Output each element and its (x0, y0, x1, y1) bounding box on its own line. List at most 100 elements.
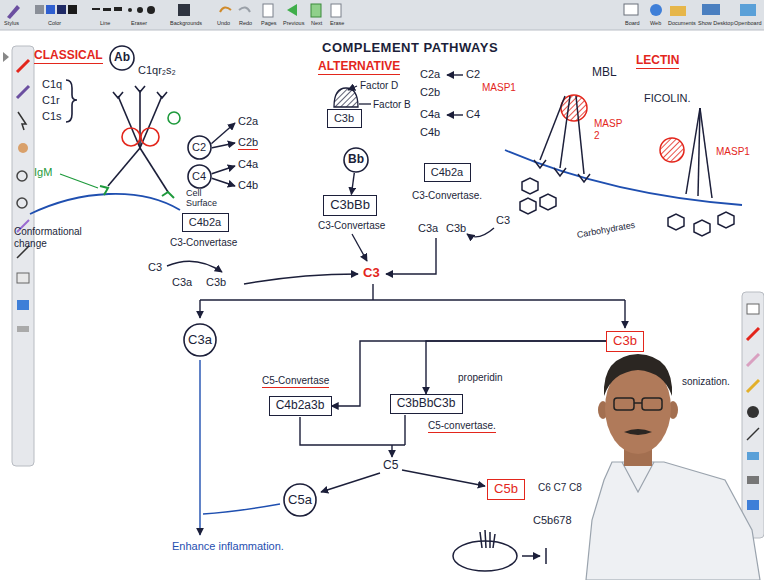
component-name: C3 (496, 214, 510, 227)
component-name: C4a (420, 108, 440, 121)
top-toolbar (263, 4, 273, 17)
classical-arrows (211, 143, 235, 148)
node-label: Ab (114, 51, 130, 65)
component-name: C4a (238, 158, 258, 171)
circle-outline (284, 484, 316, 516)
component-box: C3bBb (323, 195, 377, 216)
lectin-illustration (718, 212, 734, 228)
node-label: C5a (288, 493, 312, 508)
component-name: C5b678 (533, 514, 572, 527)
lecturer-figure (604, 354, 672, 396)
circle-outline (188, 136, 211, 159)
left-toolbar (3, 46, 34, 466)
node-label: C3bBbC3b (397, 397, 456, 411)
top-toolbar (147, 6, 155, 14)
igm-antibody (168, 112, 180, 124)
top-toolbar (287, 4, 297, 16)
component-circle: C5a (283, 483, 317, 517)
lectin-illustration (522, 178, 538, 194)
component-name: C4b (420, 126, 440, 139)
flow-arrows (402, 470, 485, 486)
right-toolbar (747, 452, 759, 460)
right-toolbar (747, 428, 759, 440)
igm-antibody (113, 92, 123, 98)
component-circle: Bb (343, 147, 369, 173)
lecturer-figure (634, 402, 642, 404)
lecturer-figure (624, 429, 652, 435)
component-name: C2a (420, 68, 440, 81)
node-label: C2 (192, 141, 206, 154)
component-name: C2b (420, 86, 440, 99)
note-text: Conformational change (14, 226, 92, 249)
top-toolbar (0, 0, 764, 30)
lectin-name: MBL (592, 66, 617, 80)
top-toolbar (92, 8, 100, 10)
note-text: Carbohydrates (576, 220, 636, 240)
factor-name: Factor D (360, 80, 398, 92)
component-name: C2b (238, 136, 258, 150)
enzyme-name: MASP 2 (594, 118, 624, 141)
top-toolbar (137, 7, 143, 13)
left-toolbar (17, 198, 27, 208)
component-name: C3a (172, 276, 192, 289)
enzyme-name: C3-Convertase (170, 237, 237, 249)
left-toolbar (17, 60, 29, 72)
igm-antibody (135, 86, 145, 92)
component-box: C4b2a (182, 213, 229, 232)
top-toolbar (103, 8, 111, 11)
classical-arrows (211, 178, 235, 186)
igm-antibody (66, 80, 77, 122)
toolbar-label: Board (625, 20, 640, 26)
component-name: C3 (363, 266, 380, 281)
node-label: C3b (334, 112, 354, 125)
lectin-illustration (578, 174, 590, 182)
component-name: C2a (238, 115, 258, 128)
lectin-illustration (698, 108, 700, 196)
lectin-arrows (447, 74, 463, 75)
top-toolbar (7, 5, 20, 19)
flow-connector (426, 341, 606, 394)
pathway-heading: LECTIN (636, 54, 679, 69)
top-toolbar (178, 4, 190, 16)
top-toolbar (35, 5, 44, 14)
factor-b-shape (359, 103, 371, 104)
flow-arrows (321, 473, 380, 492)
component-circle: Ab (109, 45, 135, 71)
lecturer-figure (614, 398, 634, 410)
component-name: C3 (148, 261, 162, 274)
right-toolbar (747, 406, 759, 418)
flow-arrows (200, 299, 625, 300)
toolbar-label: Undo (217, 20, 230, 26)
lectin-illustration (560, 96, 570, 168)
toolbar-label: Next (311, 20, 322, 26)
flow-connector (332, 341, 607, 406)
component-name: C1r (42, 94, 60, 107)
toolbar-label: Web (650, 20, 661, 26)
flow-arrows (203, 504, 280, 514)
flow-arrows (391, 445, 392, 457)
factor-b-shape (334, 86, 371, 261)
enzyme-name: MASP1 (482, 82, 516, 94)
toolbar-label: Documents (668, 20, 696, 26)
lectin-illustration (540, 194, 556, 210)
toolbar-label: Redo (239, 20, 252, 26)
component-box: C3bBbC3b (390, 394, 463, 414)
toolbar-label: Stylus (4, 20, 19, 26)
toolbar-label: Previous (283, 20, 304, 26)
toolbar-label: Eraser (131, 20, 147, 26)
igm-antibody (30, 194, 180, 214)
toolbar-label: Color (48, 20, 61, 26)
igm-antibody (60, 174, 98, 188)
mac-cell (489, 532, 491, 548)
component-box: C3b (327, 109, 362, 128)
component-box: C4b2a (424, 163, 471, 182)
component-name: C4b (238, 179, 258, 192)
classical-arrows (167, 261, 222, 272)
factor-b-shape (334, 88, 358, 107)
component-name: C1q (42, 78, 62, 91)
factor-b-shape (348, 86, 357, 90)
igm-antibody (100, 186, 108, 195)
right-toolbar (747, 328, 759, 340)
igm-antibody (140, 96, 162, 148)
left-toolbar (18, 143, 28, 153)
